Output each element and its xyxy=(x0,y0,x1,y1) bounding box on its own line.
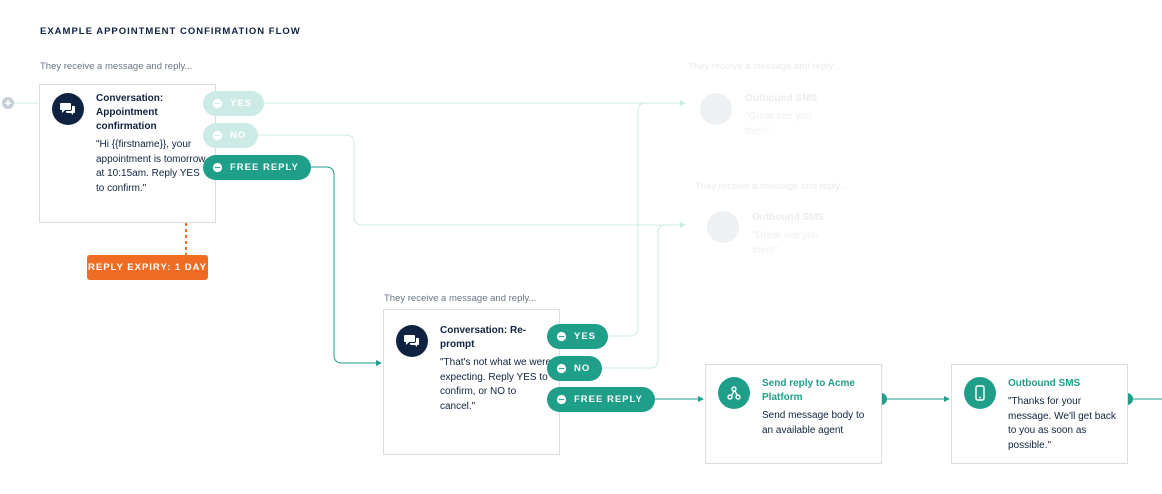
reply-pill-no[interactable]: NO xyxy=(203,123,259,148)
reply-pill-free-reply[interactable]: FREE REPLY xyxy=(547,387,655,412)
node-caption: They receive a message and reply... xyxy=(384,293,537,304)
node-title: Outbound SMS xyxy=(1008,378,1081,389)
connector-yes2-to-faded-sms1 xyxy=(598,102,685,337)
faded-outbound-sms-node[interactable]: Outbound SMS "Great see you then!" xyxy=(688,84,866,144)
chat-bubbles-icon xyxy=(700,93,732,125)
faded-outbound-sms-node[interactable]: Outbound SMS "Great see you then!" xyxy=(695,204,873,264)
phone-icon xyxy=(964,377,996,409)
reply-label: YES xyxy=(574,331,597,342)
node-title: Send reply to Acme Platform xyxy=(762,378,855,403)
port-send-reply-out xyxy=(881,393,887,405)
conversation-node-reprompt[interactable]: Conversation: Re-prompt "That's not what… xyxy=(383,309,560,455)
reply-pill-free-reply[interactable]: FREE REPLY xyxy=(203,155,311,180)
node-title: Conversation: Appointment confirmation xyxy=(96,93,164,132)
reply-expiry-badge[interactable]: REPLY EXPIRY: 1 DAY xyxy=(87,255,208,280)
reply-label: NO xyxy=(574,363,591,374)
webhook-icon xyxy=(718,377,750,409)
node-title: Outbound SMS xyxy=(745,93,818,104)
connector-free-reply-to-reprompt xyxy=(298,166,382,366)
port-outbound-sms-out xyxy=(1127,393,1133,405)
connector-no-to-faded-sms2 xyxy=(254,134,686,228)
chat-bubbles-icon xyxy=(396,325,428,357)
reply-pill-no[interactable]: NO xyxy=(547,356,603,381)
page-heading: EXAMPLE APPOINTMENT CONFIRMATION FLOW xyxy=(40,26,301,37)
conversation-node-appointment[interactable]: Conversation: Appointment confirmation "… xyxy=(39,84,216,223)
node-message: Send message body to an available agent xyxy=(762,410,865,436)
chat-bubbles-icon xyxy=(707,211,739,243)
connector-no2-to-faded-sms2 xyxy=(598,224,685,369)
node-message: "Great see you then!" xyxy=(745,111,812,137)
speech-bubble-icon xyxy=(212,162,223,173)
node-caption: They receive a message and reply... xyxy=(695,181,848,192)
outbound-sms-node[interactable]: Outbound SMS "Thanks for your message. W… xyxy=(951,364,1128,464)
node-title: Conversation: Re-prompt xyxy=(440,325,527,350)
node-message: "That's not what we were expecting. Repl… xyxy=(440,357,552,412)
reply-pill-yes[interactable]: YES xyxy=(547,324,609,349)
start-plus-icon xyxy=(2,97,38,109)
reply-label: FREE REPLY xyxy=(230,162,299,173)
faded-connectors xyxy=(254,100,686,369)
node-message: "Hi {{firstname}}, your appointment is t… xyxy=(96,139,206,194)
node-message: "Thanks for your message. We'll get back… xyxy=(1008,396,1116,451)
reply-label: FREE REPLY xyxy=(574,394,643,405)
send-reply-node[interactable]: Send reply to Acme Platform Send message… xyxy=(705,364,882,464)
reply-pill-yes[interactable]: YES xyxy=(203,91,265,116)
speech-bubble-icon xyxy=(556,331,567,342)
reply-label: YES xyxy=(230,98,253,109)
speech-bubble-icon xyxy=(556,363,567,374)
chat-bubbles-icon xyxy=(52,93,84,125)
speech-bubble-icon xyxy=(212,98,223,109)
speech-bubble-icon xyxy=(556,394,567,405)
node-caption: They receive a message and reply... xyxy=(40,61,193,72)
node-caption: They receive a message and reply... xyxy=(688,61,841,72)
speech-bubble-icon xyxy=(212,130,223,141)
reply-label: NO xyxy=(230,130,247,141)
node-message: "Great see you then!" xyxy=(752,230,819,256)
node-title: Outbound SMS xyxy=(752,212,825,223)
